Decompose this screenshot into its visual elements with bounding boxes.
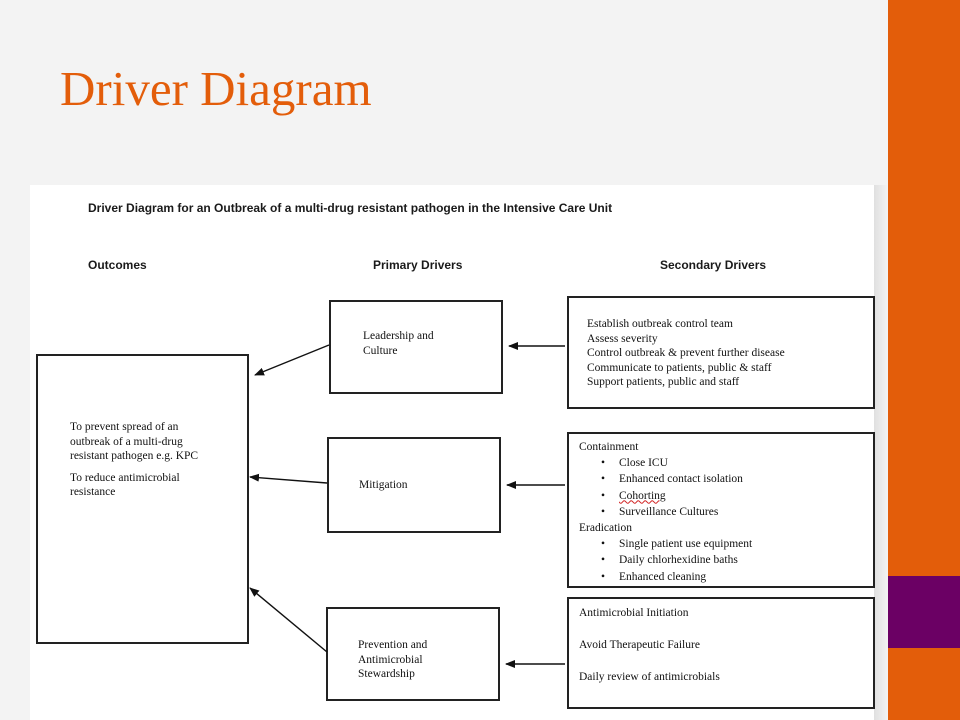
primary-driver-line: Culture — [363, 344, 398, 357]
primary-driver-prevention-text: Prevention and Antimicrobial Stewardship — [358, 638, 427, 682]
containment-item: Enhanced contact isolation — [579, 471, 752, 487]
secondary-driver-item: Support patients, public and staff — [587, 376, 740, 388]
column-header-outcomes: Outcomes — [88, 258, 147, 272]
secondary-driver-leadership-box: Establish outbreak control team Assess s… — [567, 296, 875, 409]
outcome-line: resistance — [70, 486, 116, 498]
sidebar-accent-purple — [888, 576, 960, 648]
secondary-driver-item: Communicate to patients, public & staff — [587, 361, 772, 374]
primary-driver-line: Mitigation — [359, 479, 408, 491]
containment-item: Cohorting — [579, 488, 752, 504]
diagram-title: Driver Diagram for an Outbreak of a mult… — [88, 201, 613, 215]
outcome-line: resistant pathogen e.g. KPC — [70, 450, 199, 462]
column-header-secondary-drivers: Secondary Drivers — [660, 258, 767, 272]
secondary-driver-mitigation-box: Containment Close ICU Enhanced contact i… — [567, 432, 875, 588]
primary-driver-prevention-box: Prevention and Antimicrobial Stewardship — [326, 607, 500, 701]
secondary-driver-item: Antimicrobial Initiation — [579, 607, 689, 619]
eradication-label: Eradication — [579, 522, 633, 535]
eradication-item: Daily chlorhexidine baths — [579, 552, 752, 568]
secondary-driver-prevention-list: Antimicrobial Initiation Avoid Therapeut… — [579, 605, 720, 685]
primary-driver-line: Stewardship — [358, 668, 415, 680]
column-header-primary-drivers: Primary Drivers — [373, 258, 463, 272]
primary-driver-line: Leadership and — [363, 330, 434, 342]
containment-label: Containment — [579, 441, 639, 453]
secondary-driver-item: Assess severity — [587, 332, 658, 345]
secondary-driver-leadership-list: Establish outbreak control team Assess s… — [587, 317, 785, 390]
outcome-line: To prevent spread of an — [70, 421, 179, 433]
primary-driver-mitigation-text: Mitigation — [359, 478, 408, 493]
primary-driver-mitigation-box: Mitigation — [327, 437, 501, 533]
secondary-driver-item: Daily review of antimicrobials — [579, 671, 720, 683]
secondary-driver-item: Avoid Therapeutic Failure — [579, 639, 700, 651]
secondary-driver-item: Establish outbreak control team — [587, 318, 733, 330]
outcome-line: To reduce antimicrobial — [70, 471, 180, 484]
primary-driver-line: Antimicrobial — [358, 653, 423, 666]
containment-item: Surveillance Cultures — [579, 504, 752, 520]
slide-title: Driver Diagram — [60, 61, 372, 116]
secondary-driver-mitigation-list: Containment Close ICU Enhanced contact i… — [579, 439, 752, 585]
outcome-box: To prevent spread of an outbreak of a mu… — [36, 354, 249, 644]
eradication-item: Single patient use equipment — [579, 536, 752, 552]
eradication-item: Enhanced cleaning — [579, 569, 752, 585]
outcome-text-block: To prevent spread of an outbreak of a mu… — [70, 420, 198, 500]
primary-driver-leadership-box: Leadership and Culture — [329, 300, 503, 394]
panel-edge-shadow — [874, 185, 888, 720]
secondary-driver-prevention-box: Antimicrobial Initiation Avoid Therapeut… — [567, 597, 875, 709]
containment-item: Close ICU — [579, 455, 752, 471]
outcome-line: outbreak of a multi-drug — [70, 435, 183, 448]
primary-driver-line: Prevention and — [358, 639, 428, 651]
primary-driver-leadership-text: Leadership and Culture — [363, 329, 434, 358]
secondary-driver-item: Control outbreak & prevent further disea… — [587, 347, 785, 359]
